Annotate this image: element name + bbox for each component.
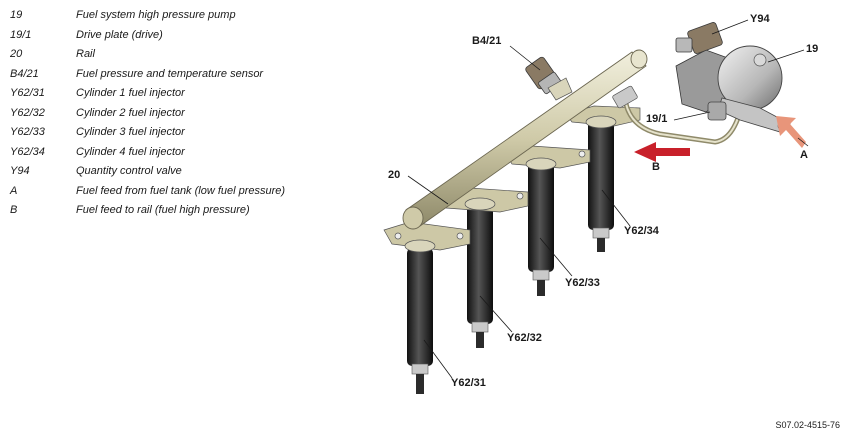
injector-cups	[404, 115, 617, 253]
legend-text: Fuel feed to rail (fuel high pressure)	[76, 204, 250, 216]
injector-y62-31	[407, 248, 433, 394]
fuel-feed-arrow-b	[634, 142, 690, 162]
legend-code: Y62/32	[10, 106, 45, 119]
legend-code: A	[10, 184, 18, 197]
legend-text: Fuel system high pressure pump	[76, 9, 236, 21]
leader-lines	[407, 19, 809, 379]
legend-text: Fuel pressure and temperature sensor	[76, 67, 264, 80]
injector-y62-33	[528, 160, 554, 296]
callout-19-1: 19/1	[646, 113, 667, 125]
fuel-feed-arrow-a	[776, 116, 806, 148]
legend-row: Y62/31 Cylinder 1 fuel injector	[10, 84, 340, 104]
pressure-sensor-b4-21	[525, 56, 573, 101]
legend-code: Y62/34	[10, 145, 45, 158]
legend-text: Quantity control valve	[76, 165, 182, 177]
legend-code: Y62/31	[10, 87, 45, 99]
callout-y94: Y94	[750, 13, 770, 25]
callout-19: 19	[806, 43, 818, 55]
legend-row: B4/21 Fuel pressure and temperature senso…	[10, 65, 340, 85]
callout-y62-32: Y62/32	[507, 332, 542, 344]
legend-row: Y62/34 Cylinder 4 fuel injector	[10, 143, 340, 163]
high-pressure-pump-19	[675, 45, 791, 133]
line-fitting	[612, 85, 638, 109]
injector-y62-32	[467, 202, 493, 348]
legend-row: Y94 Quantity control valve	[10, 162, 340, 182]
legend-text: Cylinder 4 fuel injector	[76, 145, 185, 158]
legend-row: 19/1 Drive plate (drive)	[10, 26, 340, 46]
legend-code: 20	[10, 48, 23, 60]
legend-code: 19	[10, 9, 23, 21]
legend-row: B Fuel feed to rail (fuel high pressure)	[10, 201, 340, 221]
legend-text: Cylinder 3 fuel injector	[76, 126, 185, 138]
callout-a: A	[800, 149, 808, 161]
legend-row: Y62/33 Cylinder 3 fuel injector	[10, 123, 340, 143]
legend-text: Cylinder 2 fuel injector	[76, 106, 185, 119]
callout-b: B	[652, 161, 660, 173]
legend-code: B	[10, 204, 18, 216]
legend-text: Cylinder 1 fuel injector	[76, 87, 185, 99]
legend-row: A Fuel feed from fuel tank (low fuel pres…	[10, 182, 340, 202]
callout-y62-34: Y62/34	[624, 225, 660, 237]
callout-y62-31: Y62/31	[451, 377, 486, 389]
callout-20: 20	[388, 169, 400, 181]
legend: 19 Fuel system high pressure pump 19/1 Dri…	[10, 6, 340, 221]
legend-text: Fuel feed from fuel tank (low fuel press…	[76, 184, 286, 197]
legend-code: B4/21	[10, 67, 39, 80]
rail	[402, 49, 648, 230]
quantity-control-valve-y94	[675, 22, 723, 54]
legend-row: 20 Rail	[10, 45, 340, 65]
legend-row: Y62/32 Cylinder 2 fuel injector	[10, 104, 340, 124]
callout-y62-33: Y62/33	[565, 277, 600, 289]
injector-y62-34	[588, 118, 614, 252]
legend-code: Y94	[10, 165, 30, 177]
callout-b4-21: B4/21	[472, 35, 501, 47]
legend-text: Rail	[76, 48, 95, 60]
document-id: S07.02-4515-76	[775, 420, 840, 430]
legend-code: Y62/33	[10, 126, 45, 138]
legend-text: Drive plate (drive)	[76, 28, 163, 41]
legend-code: 19/1	[10, 28, 32, 41]
legend-row: 19 Fuel system high pressure pump	[10, 6, 340, 26]
